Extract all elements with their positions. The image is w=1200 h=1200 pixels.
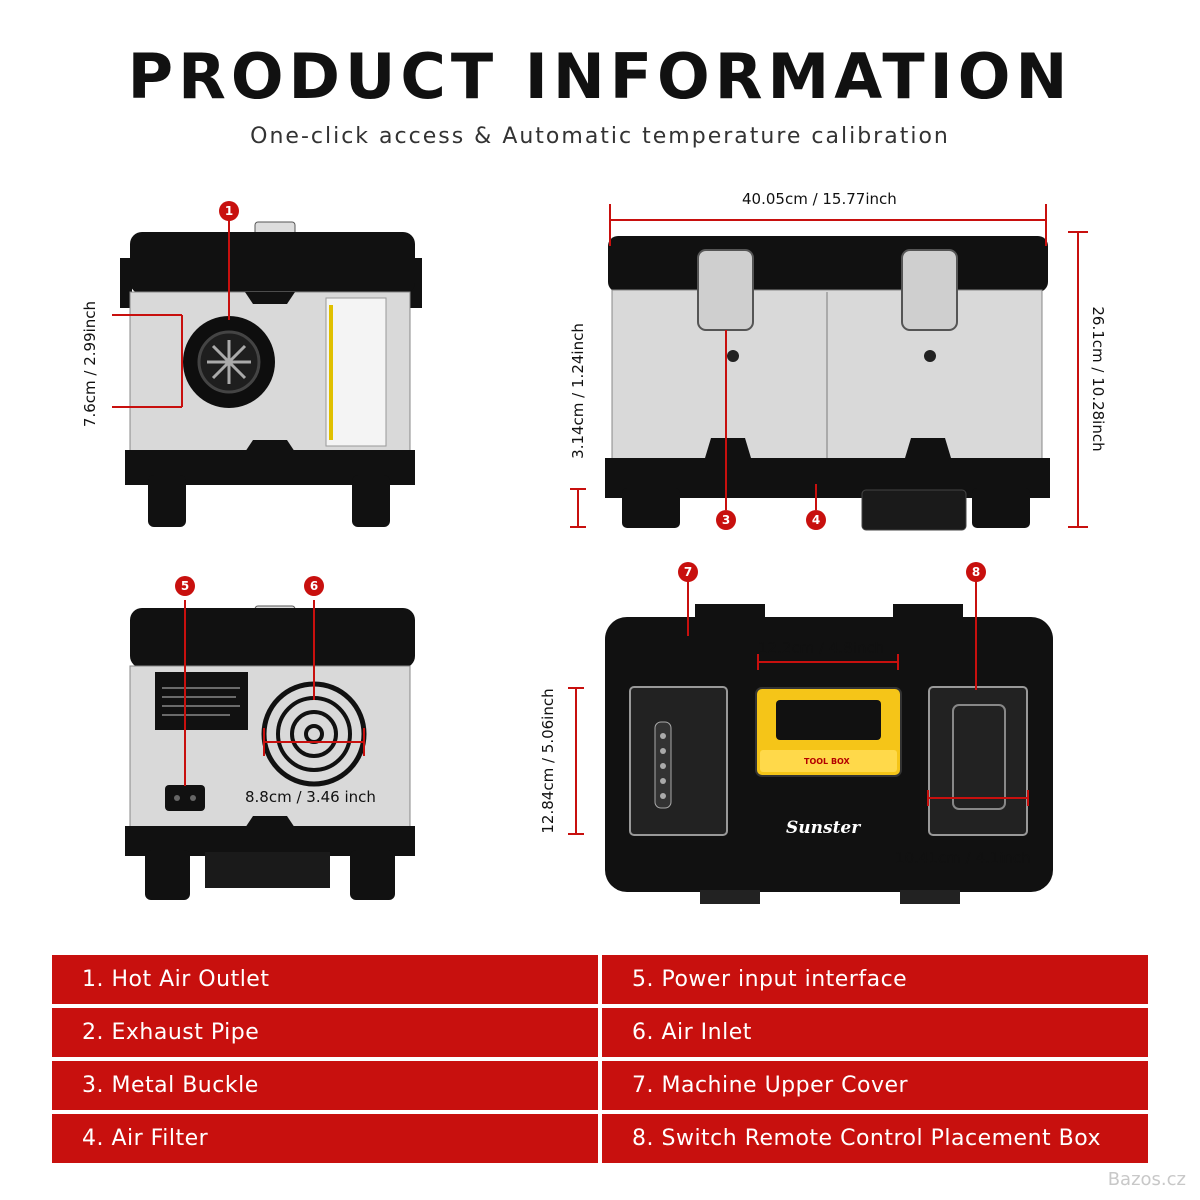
legend-row: 1. Hot Air Outlet 5. Power input interfa… <box>52 955 1148 1004</box>
dim-side-outlet-height: 7.6cm / 2.99inch <box>81 300 99 428</box>
front-view <box>570 204 1088 531</box>
product-illustrations <box>112 204 1088 904</box>
watermark: Bazos.cz <box>1107 1169 1186 1190</box>
legend-item-3: 3. Metal Buckle <box>52 1061 598 1110</box>
dim-front-height: 26.1cm / 10.28inch <box>1089 306 1107 452</box>
legend-row: 3. Metal Buckle 7. Machine Upper Cover <box>52 1061 1148 1110</box>
brand-logo: Sunster <box>786 818 861 838</box>
dim-top-depth: 12.84cm / 5.06inch <box>539 688 557 834</box>
legend-item-5: 5. Power input interface <box>602 955 1148 1004</box>
legend-row: 2. Exhaust Pipe 6. Air Inlet <box>52 1008 1148 1057</box>
page-title: PRODUCT INFORMATION <box>127 40 1073 113</box>
legend-item-1: 1. Hot Air Outlet <box>52 955 598 1004</box>
marker-5: 5 <box>175 576 195 596</box>
legend-item-6: 6. Air Inlet <box>602 1008 1148 1057</box>
dim-front-base-height: 3.14cm / 1.24inch <box>569 323 587 459</box>
legend-item-4: 4. Air Filter <box>52 1114 598 1163</box>
legend-item-2: 2. Exhaust Pipe <box>52 1008 598 1057</box>
page-subtitle: One-click access & Automatic temperature… <box>250 124 950 149</box>
marker-7: 7 <box>678 562 698 582</box>
side-view-inlet <box>125 600 415 900</box>
top-view <box>568 580 1053 904</box>
legend-item-8: 8. Switch Remote Control Placement Box <box>602 1114 1148 1163</box>
dim-front-width: 40.05cm / 15.77inch <box>742 190 897 208</box>
dim-handle-width: 12.2cm / 4.8inch <box>758 639 885 657</box>
parts-legend: 1. Hot Air Outlet 5. Power input interfa… <box>48 951 1152 1167</box>
handle-label: TOOL BOX <box>804 757 850 766</box>
legend-item-7: 7. Machine Upper Cover <box>602 1061 1148 1110</box>
side-view-outlet <box>112 218 422 527</box>
dim-air-inlet-width: 8.8cm / 3.46 inch <box>245 788 376 806</box>
marker-8: 8 <box>966 562 986 582</box>
marker-6: 6 <box>304 576 324 596</box>
marker-4: 4 <box>806 510 826 530</box>
legend-row: 4. Air Filter 8. Switch Remote Control P… <box>52 1114 1148 1163</box>
marker-3: 3 <box>716 510 736 530</box>
dim-box-width: 10.41cm / 4.1inch <box>895 849 1031 867</box>
marker-1: 1 <box>219 201 239 221</box>
